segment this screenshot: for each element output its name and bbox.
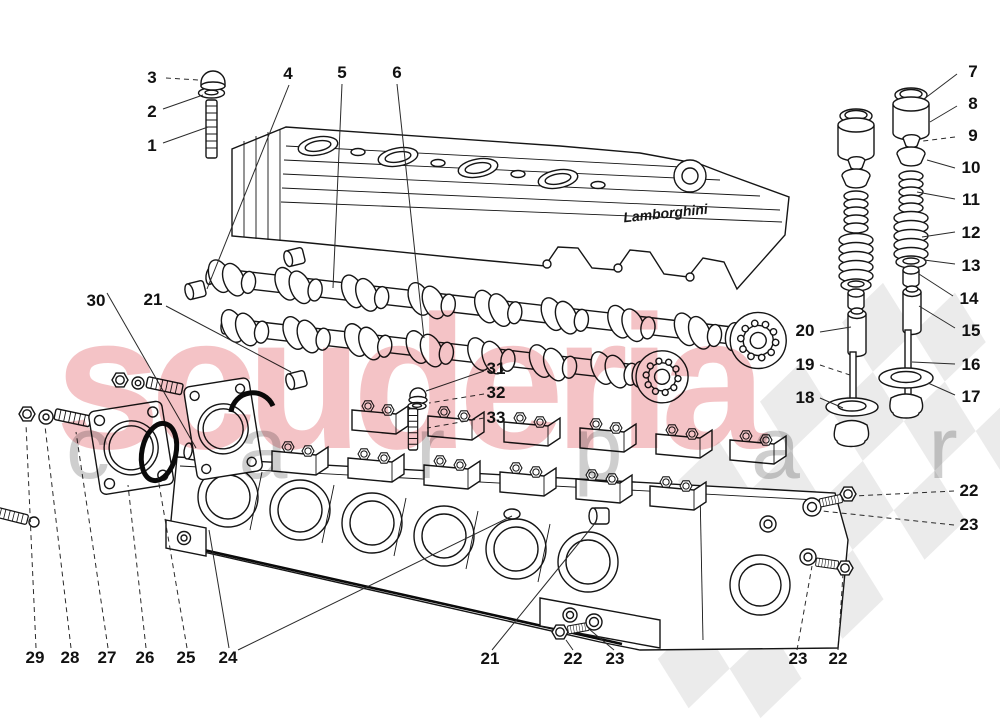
leader-line (819, 364, 854, 377)
leader-line (821, 510, 955, 526)
leader-line (237, 515, 513, 651)
leader-line (426, 417, 485, 429)
leader-line (165, 305, 292, 373)
leader-line (162, 126, 209, 144)
leader-line (923, 259, 956, 265)
leader-line (75, 431, 109, 649)
leader-line (162, 94, 204, 110)
cylinder-head (165, 401, 849, 651)
leader-line (918, 273, 954, 297)
head-stud-set (407, 387, 428, 451)
leader-line (565, 639, 574, 651)
leader-lines (25, 73, 958, 651)
leader-line (157, 477, 188, 649)
leader-line (853, 490, 955, 497)
valve-stack-rear (825, 108, 879, 448)
leader-line (929, 105, 958, 123)
camshaft-exhaust (212, 303, 689, 404)
cover-stud-assembly (197, 70, 226, 159)
leader-line (106, 292, 197, 449)
leader-line (165, 77, 199, 81)
leader-line (425, 370, 485, 392)
leader-line (921, 231, 956, 238)
camshaft-intake (199, 254, 787, 370)
leader-line (927, 382, 956, 396)
leader-line (923, 73, 958, 100)
valve-cover: Lamborghini (231, 126, 790, 291)
leader-line (332, 83, 343, 289)
leader-line (44, 425, 72, 649)
side-bolts (551, 486, 857, 640)
leader-line (127, 484, 147, 649)
leader-line (588, 628, 615, 651)
leader-line (819, 397, 844, 409)
leader-line (926, 159, 956, 169)
end-cover-plates (88, 377, 276, 495)
valve-stack-front (878, 87, 934, 419)
leader-line (922, 136, 956, 142)
leader-line (819, 326, 852, 333)
leader-line (491, 521, 597, 651)
leader-line (208, 529, 230, 649)
leader-line (918, 305, 956, 329)
leader-line (916, 191, 956, 200)
leader-line (206, 84, 290, 290)
left-bolt-sets (0, 372, 185, 528)
leader-line (396, 83, 425, 339)
leader-line (837, 573, 844, 651)
leader-line (911, 361, 956, 365)
leader-line (428, 393, 485, 404)
leader-line (25, 423, 37, 649)
